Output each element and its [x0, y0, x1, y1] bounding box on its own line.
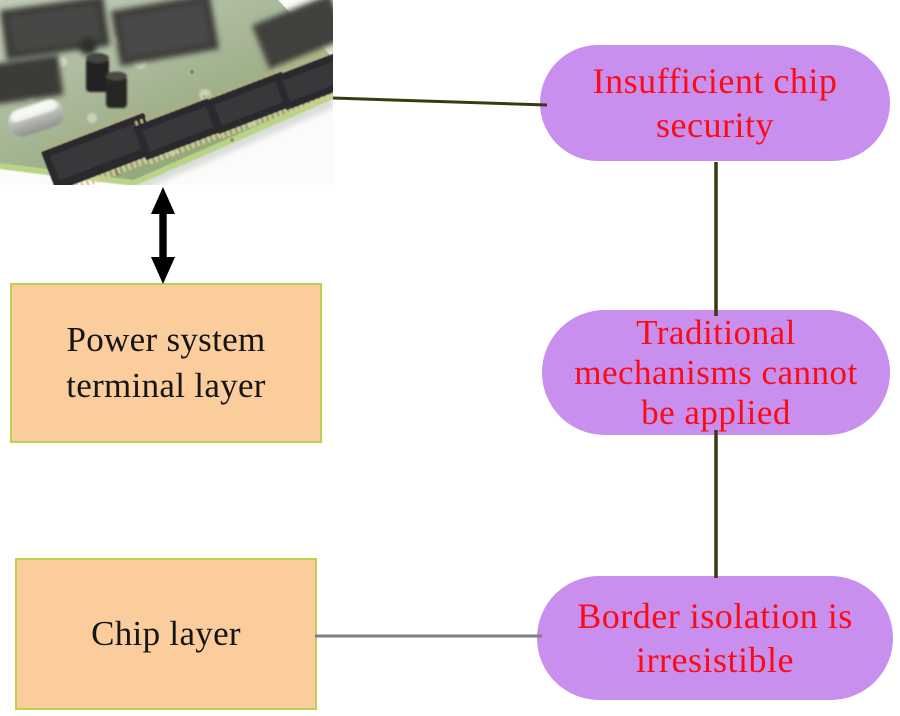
connector-photo-to-insufficient [332, 96, 548, 107]
issue-pill-border-isolation: Border isolation is irresistible [537, 576, 893, 700]
double-arrow-shaft [159, 210, 167, 261]
issue-pill-label: Traditional mechanisms cannot be applied [574, 312, 858, 432]
layer-box-label: Chip layer [91, 614, 241, 653]
layer-box-label: Power system terminal layer [66, 320, 266, 405]
layer-box-power-system-terminal: Power system terminal layer [10, 283, 322, 443]
issue-pill-label: Insufficient chip security [592, 61, 838, 145]
layer-box-chip: Chip layer [15, 558, 317, 710]
double-arrow-bottom-head [151, 257, 175, 284]
issue-pill-label: Border isolation is irresistible [577, 596, 853, 680]
issue-pill-traditional-mechanisms: Traditional mechanisms cannot be applied [542, 310, 890, 435]
issue-pill-insufficient-chip-security: Insufficient chip security [540, 45, 890, 161]
circuit-board-illustration [0, 0, 363, 197]
double-arrow-top-head [151, 187, 175, 214]
double-arrow-photo-to-power-terminal [151, 187, 175, 284]
circuit-board-photo [0, 0, 363, 197]
